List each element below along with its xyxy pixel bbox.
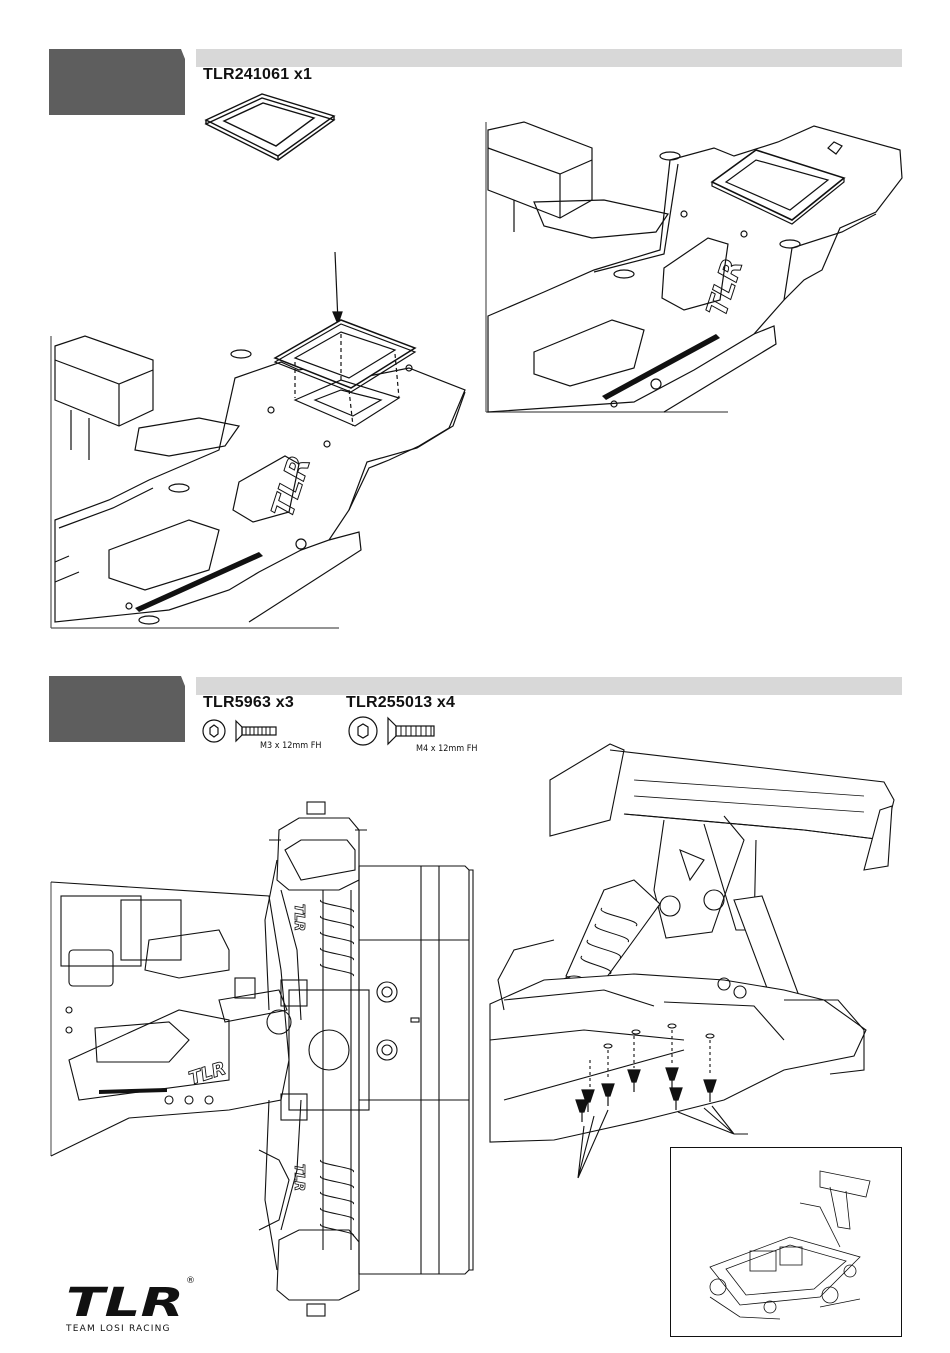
step-1-number-tab (49, 49, 185, 115)
step-2-part-label-2: TLR255013 x4 (346, 694, 455, 712)
svg-text:TLR: TLR (186, 1058, 228, 1090)
m3-screw-spec: M3 x 12mm FH (260, 741, 321, 751)
overview-inset-box (670, 1147, 902, 1337)
svg-text:TLR: TLR (291, 1164, 306, 1191)
tlr-logo-mark: TLR (66, 1280, 184, 1326)
registered-mark: ® (186, 1276, 195, 1286)
step-2-number-tab (49, 676, 185, 742)
step-2-top-view-illustration: TLR TLR TLR (49, 800, 473, 1320)
step-2-header-bar (196, 677, 902, 695)
step-2-part-label-1: TLR5963 x3 (203, 694, 294, 712)
step-1-part-label: TLR241061 x1 (203, 66, 312, 84)
m4-screw-spec: M4 x 12mm FH (416, 744, 477, 754)
tlr-logo: TLR (64, 1276, 194, 1326)
team-losi-racing-text: TEAM LOSI RACING (66, 1324, 171, 1334)
step-2-perspective-illustration (484, 740, 904, 1180)
step-1-result-illustration: TLR (484, 120, 904, 420)
step-1-header-bar (196, 49, 902, 67)
svg-text:TLR: TLR (291, 904, 306, 931)
gasket-part-icon (200, 86, 340, 166)
step-1-install-illustration: TLR (49, 250, 479, 630)
